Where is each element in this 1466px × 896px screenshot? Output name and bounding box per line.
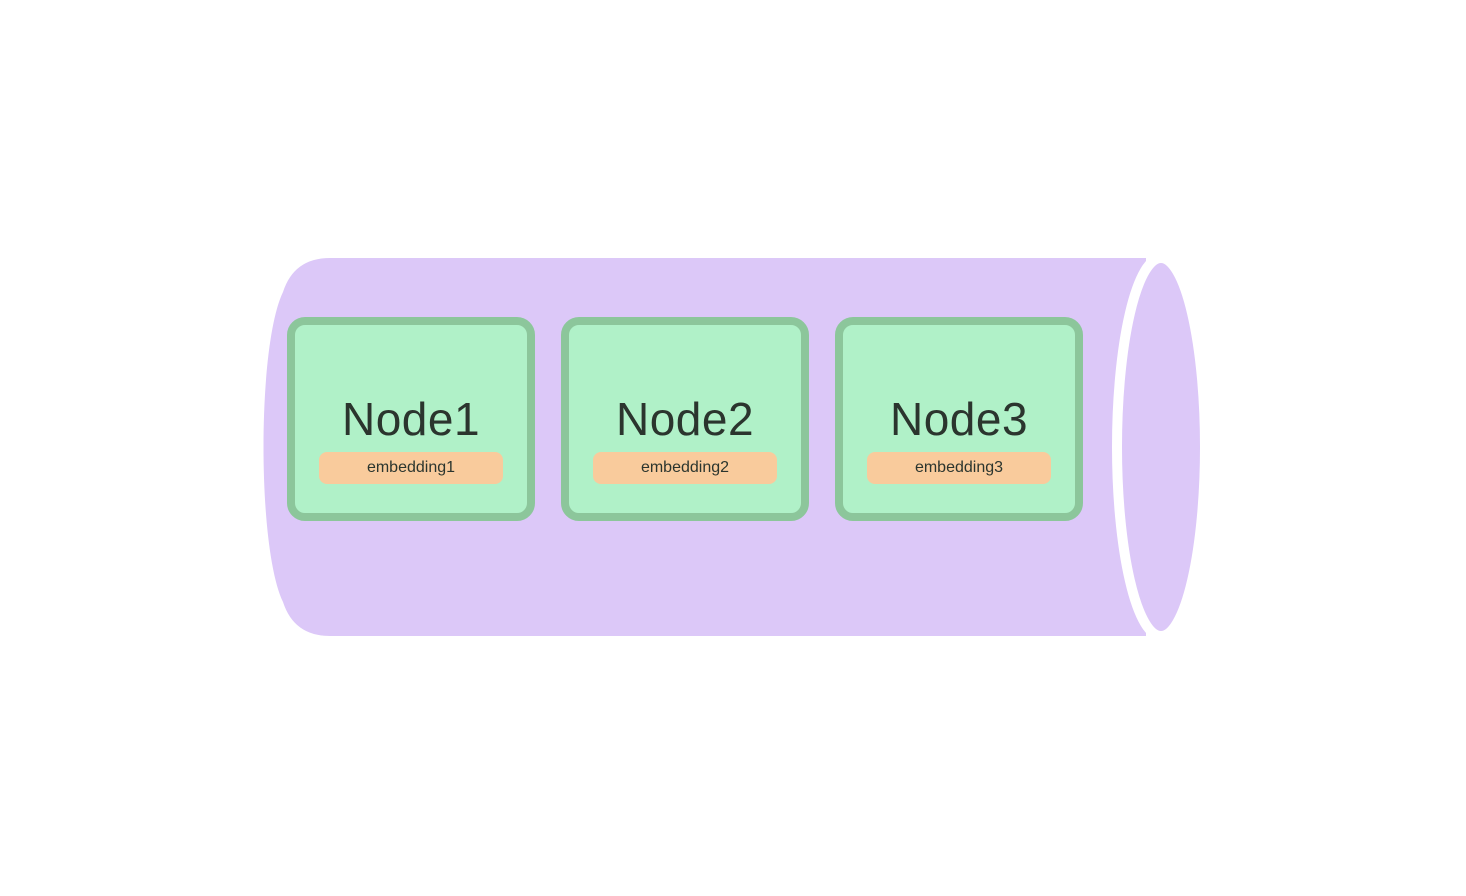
- cylinder-end-cap: [1112, 253, 1210, 641]
- node-label: Node1: [341, 393, 481, 445]
- node-label: Node2: [615, 393, 755, 445]
- node-label: Node3: [889, 393, 1029, 445]
- node-embedding-badge: embedding3: [867, 452, 1051, 484]
- node-card: Node3 embedding3: [835, 317, 1083, 521]
- node-embedding-badge: embedding1: [319, 452, 503, 484]
- node-embedding-badge: embedding2: [593, 452, 777, 484]
- node-card: Node1 embedding1: [287, 317, 535, 521]
- node-card: Node2 embedding2: [561, 317, 809, 521]
